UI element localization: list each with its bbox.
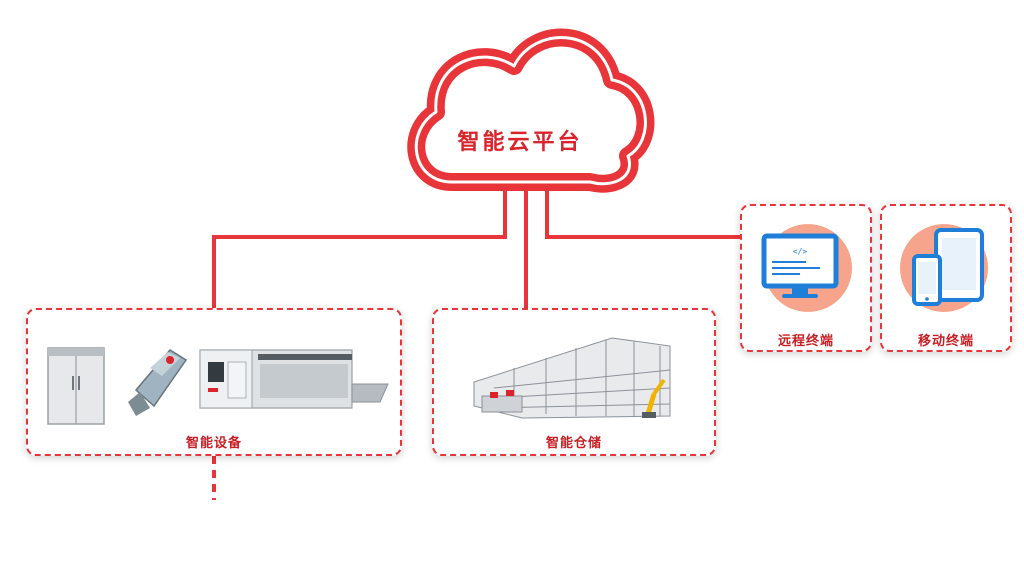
- cloud-title: 智能云平台: [457, 130, 583, 155]
- mobile-terminal-box: 移动终端: [880, 204, 1012, 352]
- conveyor-icon: [481, 390, 523, 413]
- devices-illustration: [47, 347, 389, 425]
- cloud-icon: [407, 28, 655, 193]
- line-cloud-to-terminals: [545, 188, 742, 239]
- svg-text:</>: </>: [793, 247, 808, 256]
- devices-label: 智能设备: [185, 436, 242, 451]
- robot-arm-icon: [642, 378, 666, 418]
- remote-terminal-label: 远程终端: [777, 334, 834, 349]
- remote-terminal-box: </> 远程终端: [740, 204, 872, 352]
- warehouse-illustration: [473, 337, 671, 419]
- devices-box: 智能设备: [26, 308, 402, 456]
- warehouse-label: 智能仓储: [545, 436, 602, 451]
- laser-head-icon: [128, 349, 188, 416]
- laser-machine-icon: [199, 349, 389, 409]
- line-cloud-to-devices: [212, 188, 507, 310]
- phone-tablet-icon: [900, 224, 988, 312]
- monitor-code-icon: </>: [761, 224, 852, 312]
- warehouse-box: 智能仓储: [432, 308, 716, 456]
- mobile-terminal-label: 移动终端: [917, 334, 974, 349]
- cabinet-icon: [47, 347, 105, 425]
